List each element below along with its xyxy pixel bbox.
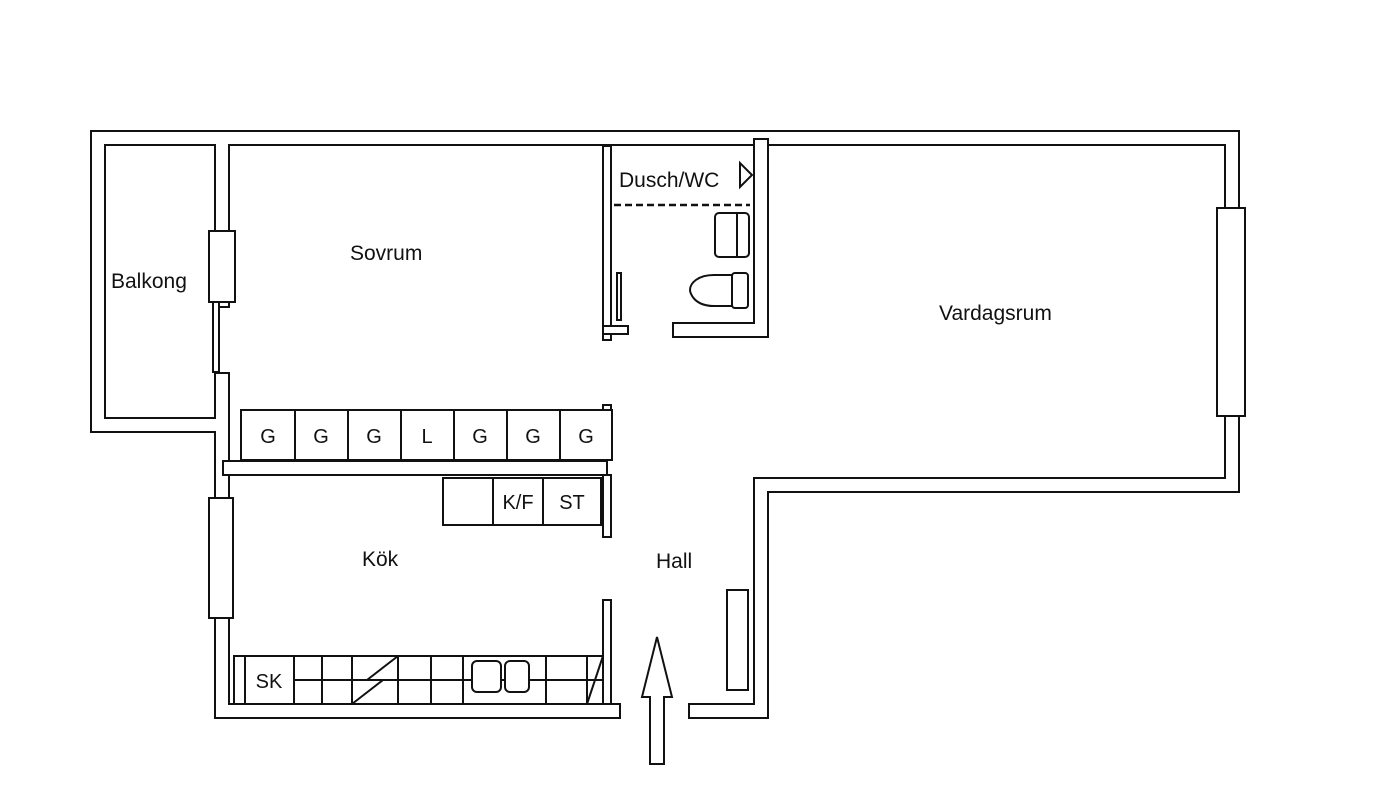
wardrobe-label: G <box>472 426 488 448</box>
exterior-walls <box>90 130 1240 719</box>
room-label-balkong: Balkong <box>111 270 187 293</box>
wardrobe-label: G <box>525 426 541 448</box>
room-label-sovrum: Sovrum <box>350 242 422 265</box>
fridge-freezer-label: K/F <box>502 492 533 514</box>
door-arrow-icon <box>739 160 754 190</box>
room-label-vardagsrum: Vardagsrum <box>939 302 1052 325</box>
vardagsrum-window <box>1216 207 1246 417</box>
room-label-dusch-wc: Dusch/WC <box>619 169 719 192</box>
sink-cabinet-label: SK <box>256 671 283 693</box>
interior-walls <box>222 138 769 705</box>
kitchen-upper-units: K/F ST <box>442 477 602 526</box>
wardrobe-label: G <box>366 426 382 448</box>
toilet <box>688 274 733 307</box>
wardrobe-label: G <box>260 426 276 448</box>
wardrobe-label: G <box>578 426 594 448</box>
wardrobe-row: G G G L G G G <box>240 409 613 461</box>
sovrum-window <box>208 230 236 303</box>
stove-label: ST <box>559 492 585 514</box>
balcony-door <box>212 301 220 373</box>
bathroom-fixtures <box>614 160 754 321</box>
linen-closet-label: L <box>421 426 432 448</box>
entrance-arrow-icon <box>640 636 674 765</box>
wardrobe-label: G <box>313 426 329 448</box>
kitchen-counter: SK <box>233 655 604 705</box>
hall-closet <box>726 589 749 691</box>
room-label-hall: Hall <box>656 550 692 573</box>
kitchen-window <box>208 497 234 619</box>
sink <box>714 212 750 258</box>
room-label-kok: Kök <box>362 548 399 571</box>
